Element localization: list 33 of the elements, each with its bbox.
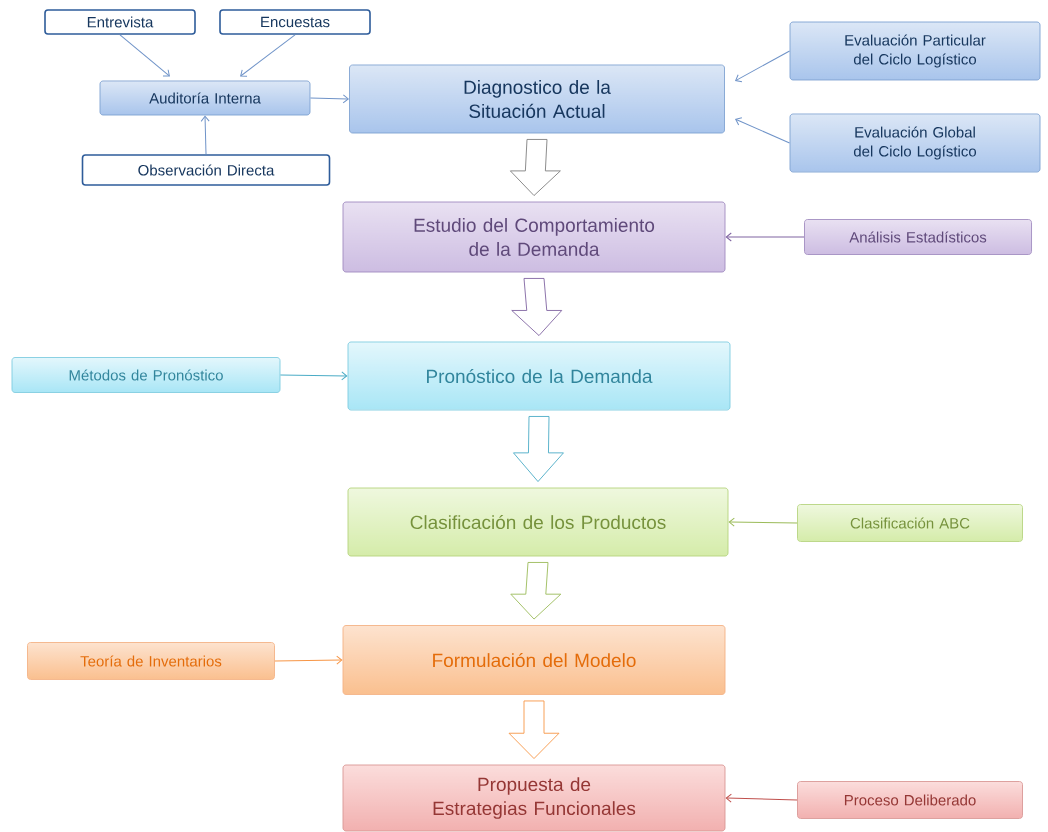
process-box: Diagnostico de la Situación Actual [349, 64, 725, 134]
process-box: Estudio del Comportamiento de la Demanda [342, 201, 726, 273]
arrow [240, 34, 296, 77]
block-arrow [508, 700, 560, 759]
process-box: Clasificación ABC [797, 504, 1023, 542]
process-box: Auditoría Interna [99, 80, 311, 116]
process-box: Propuesta de Estrategias Funcionales [342, 764, 726, 832]
arrow [279, 371, 348, 381]
process-box: Análisis Estadísticos [804, 219, 1032, 255]
arrow [119, 34, 170, 77]
block-arrow [511, 278, 563, 336]
process-box: Evaluación Particular del Ciclo Logístico [789, 21, 1041, 81]
input-box: Observación Directa [81, 154, 331, 186]
process-box: Proceso Deliberado [797, 781, 1023, 819]
arrow [200, 115, 210, 155]
input-box: Encuestas [219, 9, 371, 35]
arrow [725, 232, 805, 242]
arrow [725, 793, 798, 803]
arrow [735, 50, 791, 83]
arrow [309, 94, 349, 104]
block-arrow [510, 562, 562, 620]
arrow [735, 117, 791, 144]
process-box: Evaluación Global del Ciclo Logístico [789, 113, 1041, 173]
block-arrow [509, 139, 561, 196]
process-box: Métodos de Pronóstico [11, 357, 281, 393]
process-box: Pronóstico de la Demanda [347, 341, 731, 411]
arrow [274, 655, 343, 665]
arrow [728, 517, 798, 527]
process-box: Clasificación de los Productos [347, 487, 729, 557]
process-box: Formulación del Modelo [342, 625, 726, 695]
block-arrow [513, 416, 564, 482]
process-box: Teoría de Inventarios [27, 642, 275, 680]
input-box: Entrevista [44, 9, 196, 35]
